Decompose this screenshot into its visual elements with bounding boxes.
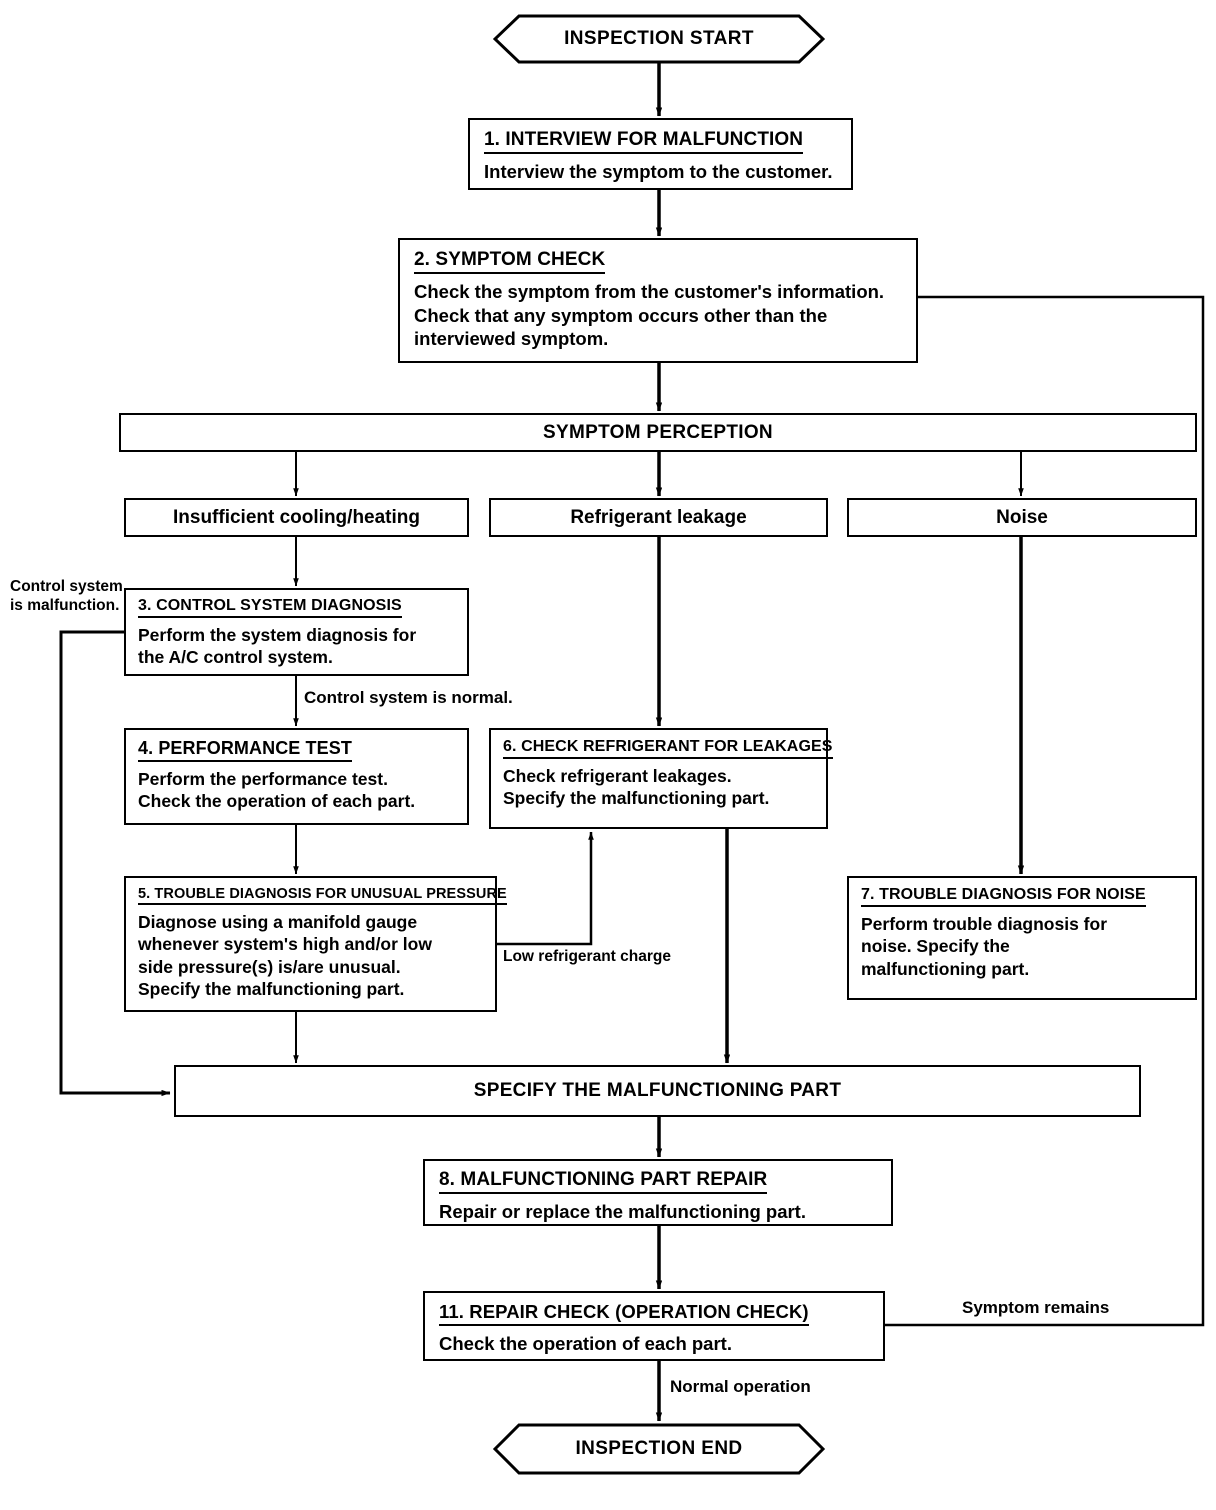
symptom-0-label: Insufficient cooling/heating: [173, 506, 420, 528]
hexagon-shape: [493, 14, 825, 64]
step-6-body: Check refrigerant leakages. Specify the …: [503, 766, 770, 809]
node-step-5: 5. TROUBLE DIAGNOSIS FOR UNUSUAL PRESSUR…: [124, 876, 507, 1012]
symptom-perception-label: SYMPTOM PERCEPTION: [543, 421, 773, 443]
node-step-1: 1. INTERVIEW FOR MALFUNCTION Interview t…: [468, 118, 853, 190]
edge-label-control-system-malfunction: Control system is malfunction.: [10, 578, 123, 614]
symptom-2-label: Noise: [996, 506, 1048, 528]
node-step-3: 3. CONTROL SYSTEM DIAGNOSIS Perform the …: [124, 588, 469, 676]
node-step-2: 2. SYMPTOM CHECK Check the symptom from …: [398, 238, 918, 363]
step-7-body: Perform trouble diagnosis for noise. Spe…: [861, 914, 1107, 979]
edge-label-normal-operation: Normal operation: [670, 1377, 811, 1396]
node-symptom-noise: Noise: [847, 498, 1197, 537]
terminator-inspection-start: INSPECTION START: [493, 14, 825, 64]
step-7-title: 7. TROUBLE DIAGNOSIS FOR NOISE: [861, 886, 1146, 907]
terminator-start-label: INSPECTION START: [564, 28, 754, 49]
node-step-11: 11. REPAIR CHECK (OPERATION CHECK) Check…: [423, 1291, 885, 1361]
banner-symptom-perception: SYMPTOM PERCEPTION: [119, 413, 1197, 452]
hexagon-shape: [493, 1423, 825, 1475]
step-2-title: 2. SYMPTOM CHECK: [414, 249, 606, 274]
step-2-body: Check the symptom from the customer's in…: [414, 281, 885, 350]
banner-specify-malfunctioning-part: SPECIFY THE MALFUNCTIONING PART: [174, 1065, 1141, 1117]
step-4-body: Perform the performance test. Check the …: [138, 769, 416, 812]
step-5-body: Diagnose using a manifold gauge whenever…: [138, 912, 432, 1000]
step-4-title: 4. PERFORMANCE TEST: [138, 738, 352, 762]
step-6-title: 6. CHECK REFRIGERANT FOR LEAKAGES: [503, 738, 833, 759]
node-step-6: 6. CHECK REFRIGERANT FOR LEAKAGES Check …: [489, 728, 833, 829]
step-1-body: Interview the symptom to the customer.: [484, 161, 833, 182]
step-8-body: Repair or replace the malfunctioning par…: [439, 1201, 806, 1222]
node-step-4: 4. PERFORMANCE TEST Perform the performa…: [124, 728, 469, 825]
step-8-title: 8. MALFUNCTIONING PART REPAIR: [439, 1169, 768, 1194]
step-3-title: 3. CONTROL SYSTEM DIAGNOSIS: [138, 597, 402, 618]
step-11-title: 11. REPAIR CHECK (OPERATION CHECK): [439, 1301, 809, 1326]
step-1-title: 1. INTERVIEW FOR MALFUNCTION: [484, 129, 804, 154]
node-symptom-insufficient-cooling-heating: Insufficient cooling/heating: [124, 498, 469, 537]
specify-part-label: SPECIFY THE MALFUNCTIONING PART: [473, 1080, 842, 1101]
node-symptom-refrigerant-leakage: Refrigerant leakage: [489, 498, 828, 537]
step-11-body: Check the operation of each part.: [439, 1333, 732, 1354]
edge-label-low-refrigerant-charge: Low refrigerant charge: [503, 948, 671, 965]
edge-label-control-system-normal: Control system is normal.: [304, 688, 513, 707]
node-step-8: 8. MALFUNCTIONING PART REPAIR Repair or …: [423, 1159, 893, 1226]
terminator-end-label: INSPECTION END: [575, 1438, 743, 1459]
symptom-1-label: Refrigerant leakage: [570, 506, 747, 528]
edge-label-symptom-remains: Symptom remains: [962, 1298, 1110, 1317]
terminator-inspection-end: INSPECTION END: [493, 1423, 825, 1475]
step-3-body: Perform the system diagnosis for the A/C…: [138, 625, 417, 668]
step-5-title: 5. TROUBLE DIAGNOSIS FOR UNUSUAL PRESSUR…: [138, 886, 507, 905]
node-step-7: 7. TROUBLE DIAGNOSIS FOR NOISE Perform t…: [847, 876, 1197, 1000]
